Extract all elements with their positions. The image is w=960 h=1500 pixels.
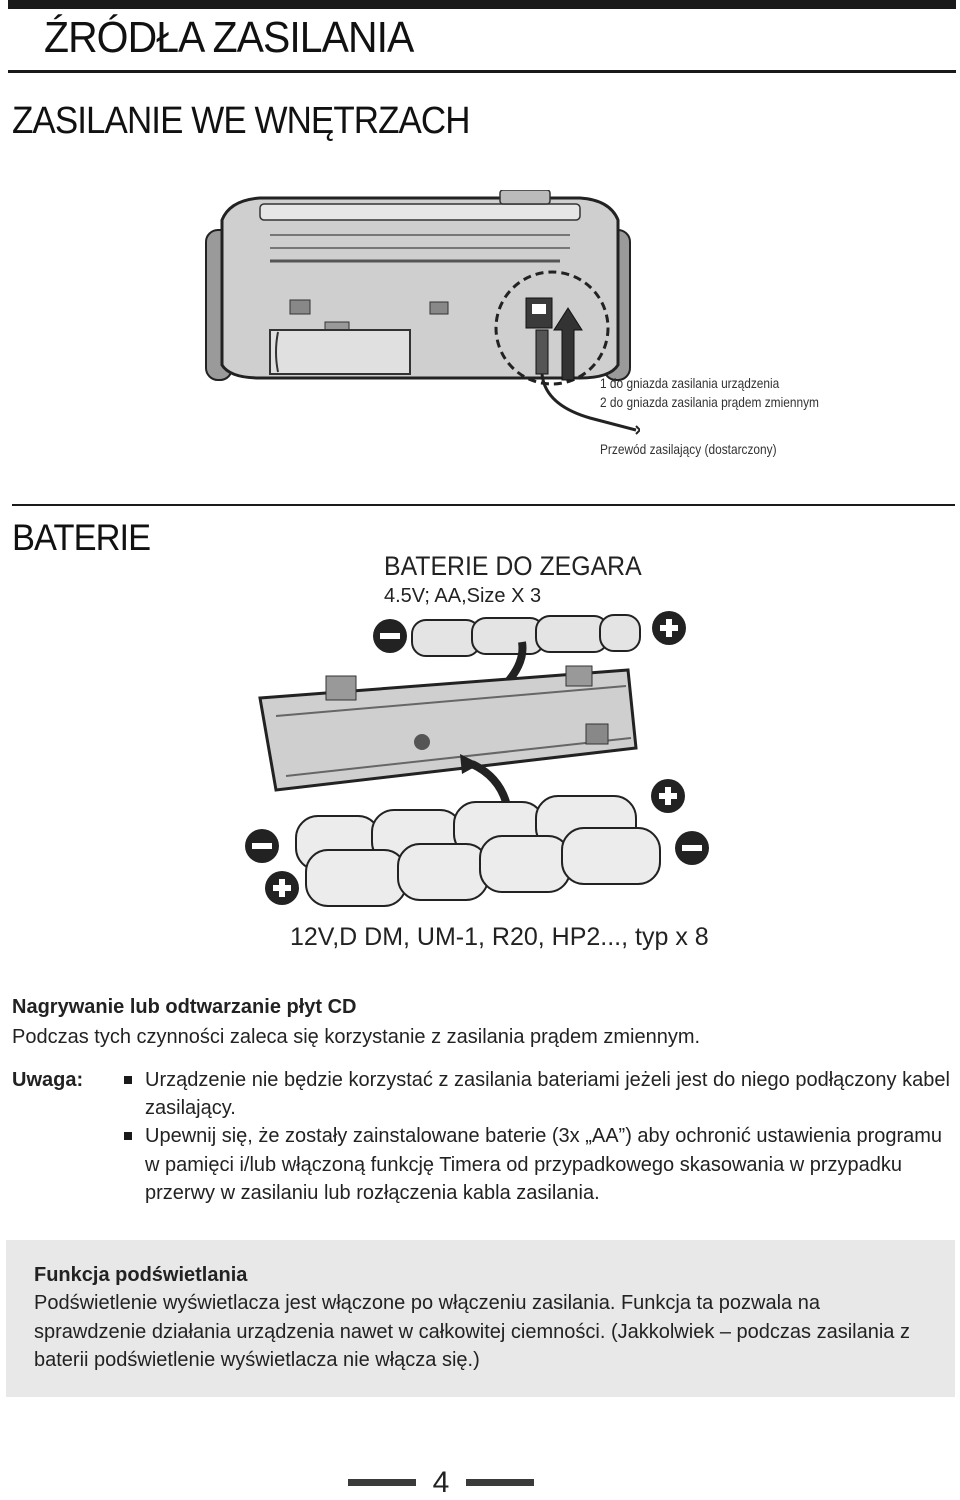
- footer-bar-left: [348, 1479, 416, 1486]
- footer-bar-right: [466, 1479, 534, 1486]
- section-heading-batteries: BATERIE: [12, 517, 151, 558]
- battery-divider: [12, 504, 955, 506]
- page-number: 4: [432, 1466, 450, 1499]
- clock-battery-spec: 4.5V; AA,Size X 3: [384, 585, 542, 607]
- cd-heading: Nagrywanie lub odtwarzanie płyt CD: [12, 996, 357, 1018]
- backlight-box: [6, 1240, 955, 1397]
- main-battery-spec: 12V,D DM, UM-1, R20, HP2..., typ x 8: [290, 923, 709, 951]
- socket-label-1: 1 do gniazda zasilania urządzenia: [600, 375, 780, 391]
- note-item-text: Urządzenie nie będzie korzystać z zasila…: [145, 1069, 950, 1120]
- backlight-text: Podświetlenie wyświetlacza jest włączone…: [34, 1292, 910, 1371]
- page-title: ŹRÓDŁA ZASILANIA: [44, 13, 414, 62]
- note-item: Urządzenie nie będzie korzystać z zasila…: [124, 1066, 954, 1122]
- cable-label: Przewód zasilający (dostarczony): [600, 441, 777, 457]
- cd-text: Podczas tych czynności zaleca się korzys…: [12, 1026, 701, 1048]
- battery-compartment-illustration: [245, 611, 709, 907]
- device-rear-illustration: [205, 190, 640, 435]
- backlight-heading: Funkcja podświetlania: [34, 1264, 248, 1286]
- socket-label-2: 2 do gniazda zasilania prądem zmiennym: [600, 394, 819, 410]
- top-rule: [8, 0, 956, 9]
- clock-battery-title: BATERIE DO ZEGARA: [384, 551, 642, 581]
- section-heading-indoor: ZASILANIE WE WNĘTRZACH: [12, 100, 471, 142]
- note-item-text: Upewnij się, że zostały zainstalowane ba…: [145, 1125, 943, 1204]
- bullet-square-icon: [124, 1076, 132, 1084]
- title-divider: [8, 70, 956, 73]
- note-label: Uwaga:: [12, 1069, 84, 1091]
- bullet-square-icon: [124, 1132, 132, 1141]
- note-item: Upewnij się, że zostały zainstalowane ba…: [124, 1122, 954, 1207]
- note-list: Urządzenie nie będzie korzystać z zasila…: [124, 1066, 954, 1207]
